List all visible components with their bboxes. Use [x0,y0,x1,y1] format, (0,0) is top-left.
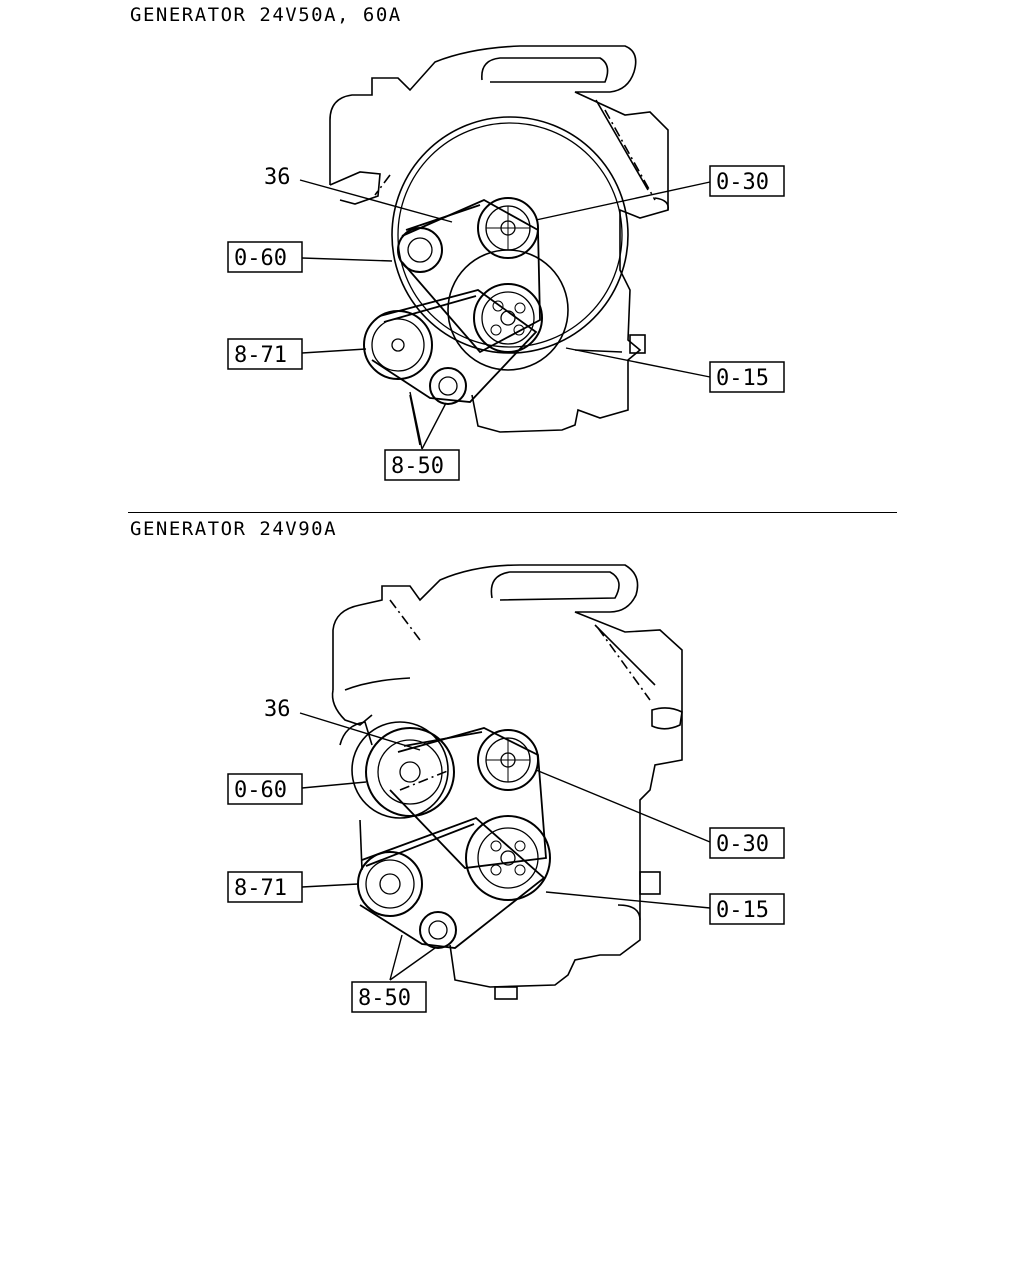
section-divider [128,512,897,513]
engine-outline [329,45,670,446]
tensioner-pulley [429,367,467,405]
callout-8-50: 8-50 [391,454,444,479]
crank-pulley [465,815,551,901]
belt-diagram-24v90a: 36 0-60 8-71 0-30 0-15 8-50 [227,564,785,1013]
callout-box [709,827,785,859]
fan-pulley-outline [391,116,629,354]
belts [359,727,547,949]
section-title: GENERATOR 24V90A [130,518,338,540]
callout-box [351,981,427,1013]
crank-pulley [473,283,543,353]
pulleys [351,721,551,949]
callout-box [227,241,303,273]
callout-36: 36 [264,697,291,722]
pulleys [363,116,629,405]
generator-housing [351,721,449,819]
belts [371,198,541,403]
callout-box [227,338,303,370]
hidden-lines [389,599,651,791]
callout-0-15: 0-15 [716,898,769,923]
callout-0-30: 0-30 [716,832,769,857]
water-pump-pulley [477,197,539,259]
callout-8-71: 8-71 [234,343,287,368]
callout-box [709,165,785,197]
callout-0-60: 0-60 [234,246,287,271]
callout-0-15: 0-15 [716,366,769,391]
section-title: GENERATOR 24V50A, 60A [130,4,402,26]
hidden-lines [374,109,656,201]
callout-36: 36 [264,165,291,190]
idler-pulley-large [363,310,433,380]
callout-box [709,893,785,925]
callout-8-50: 8-50 [358,986,411,1011]
leader-lines [299,179,711,450]
belt-diagram-24v50a-60a: 36 0-60 8-71 0-30 0-15 8-50 [227,45,785,481]
callout-8-71: 8-71 [234,876,287,901]
leader-lines [299,712,711,981]
callout-box [384,449,460,481]
callout-box [227,773,303,805]
callout-box [709,361,785,393]
engine-outline [331,564,683,1000]
idler-pulley-large [357,851,423,917]
callout-0-60: 0-60 [234,778,287,803]
callout-box [227,871,303,903]
tensioner-pulley [419,911,457,949]
generator-pulley [365,727,455,817]
callout-0-30: 0-30 [716,170,769,195]
